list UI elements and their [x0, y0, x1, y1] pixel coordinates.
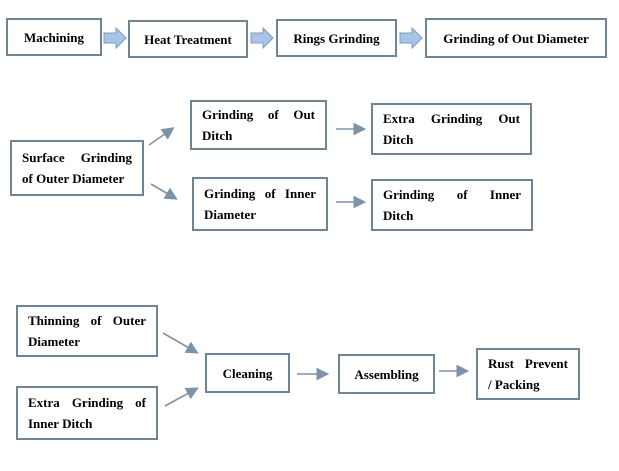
node-label-line2: Inner Ditch	[28, 416, 93, 431]
node-label: Rings Grinding	[293, 30, 380, 46]
arrow-thinning-to-cleaning	[162, 332, 199, 354]
node-thinning-outer-diameter: Thinning of Outer Diameter	[16, 305, 158, 357]
node-assembling: Assembling	[338, 354, 435, 394]
node-grinding-out-ditch: Grinding of Out Ditch	[190, 100, 327, 150]
node-cleaning: Cleaning	[205, 353, 290, 393]
node-label-line2: Ditch	[383, 132, 414, 147]
arrow-surface-to-out-ditch	[148, 127, 175, 146]
node-label-line2: of Outer Diameter	[22, 171, 125, 186]
arrow-surface-to-inner-diameter	[150, 183, 178, 200]
node-label-line1: Extra Grinding of	[28, 395, 146, 410]
node-heat-treatment: Heat Treatment	[128, 20, 248, 58]
node-label-line1: Grinding of Out	[202, 107, 315, 122]
block-arrow-3	[399, 26, 423, 50]
node-label: Machining	[24, 29, 84, 45]
arrow-extra-inner-to-cleaning	[164, 387, 199, 407]
node-surface-grinding: Surface Grinding of Outer Diameter	[10, 140, 144, 196]
node-label: Cleaning	[222, 365, 273, 381]
node-label-line2: / Packing	[488, 377, 540, 392]
node-rings-grinding: Rings Grinding	[276, 19, 397, 57]
node-grinding-out-diameter: Grinding of Out Diameter	[425, 18, 607, 58]
node-label-line1: Thinning of Outer	[28, 313, 146, 328]
node-extra-grinding-inner-ditch: Extra Grinding of Inner Ditch	[16, 386, 158, 440]
node-grinding-inner-diameter: Grinding of Inner Diameter	[192, 177, 328, 231]
node-label-line1: Rust Prevent	[488, 356, 568, 371]
block-arrow-1	[103, 26, 127, 50]
node-label: Grinding of Out Diameter	[443, 30, 589, 46]
node-label-line1: Extra Grinding Out	[383, 111, 520, 126]
node-label: Assembling	[354, 366, 419, 382]
node-label-line1: Grinding of Inner	[383, 187, 521, 202]
node-rust-prevent-packing: Rust Prevent / Packing	[476, 348, 580, 400]
node-machining: Machining	[6, 18, 102, 56]
node-label-line1: Surface Grinding	[22, 150, 132, 165]
node-extra-grinding-out-ditch: Extra Grinding Out Ditch	[371, 103, 532, 155]
node-label: Heat Treatment	[144, 31, 232, 47]
node-label-line2: Ditch	[202, 128, 233, 143]
node-label-line2: Diameter	[28, 334, 80, 349]
node-grinding-inner-ditch: Grinding of Inner Ditch	[371, 179, 533, 231]
node-label-line2: Diameter	[204, 207, 256, 222]
node-label-line2: Ditch	[383, 208, 414, 223]
block-arrow-2	[250, 26, 274, 50]
node-label-line1: Grinding of Inner	[204, 186, 316, 201]
